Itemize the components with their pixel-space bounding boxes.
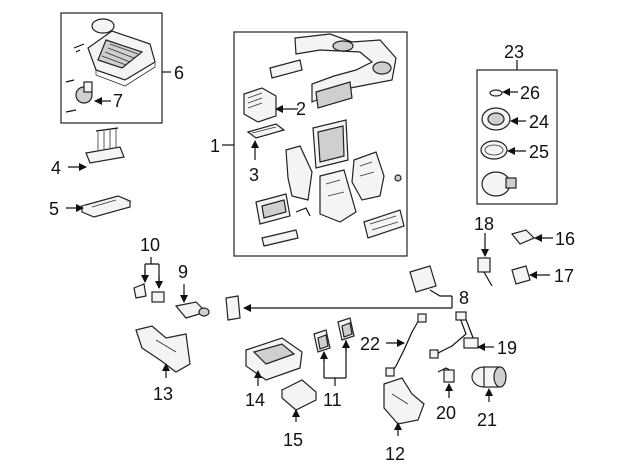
switch-part-17 — [511, 265, 531, 285]
callout-11: 11 — [323, 390, 342, 410]
actuator-motor-part-7 — [75, 81, 93, 104]
callout-16: 16 — [555, 229, 575, 249]
blend-door-part-2 — [243, 87, 277, 123]
clip-part — [394, 174, 402, 182]
callout-10: 10 — [140, 235, 160, 255]
callout-24: 24 — [529, 112, 549, 132]
callout-9: 9 — [178, 262, 188, 282]
callout-18: 18 — [474, 214, 494, 234]
group-box-23 — [476, 60, 558, 205]
motor-part-21 — [471, 366, 507, 388]
seal-ring-part-25 — [480, 140, 508, 160]
callout-17: 17 — [554, 266, 574, 286]
callout-5: 5 — [49, 199, 59, 219]
callout-14: 14 — [245, 390, 265, 410]
callout-1: 1 — [210, 136, 220, 156]
callout-26: 26 — [520, 83, 540, 103]
valve-part-20 — [437, 367, 455, 383]
filter-part-3 — [246, 123, 286, 139]
cable-part-22 — [385, 313, 427, 377]
heater-core-part-4 — [85, 127, 125, 164]
module-part-8 — [409, 265, 437, 293]
callout-13: 13 — [153, 384, 173, 404]
lower-case-part — [319, 169, 357, 223]
filter-cap-part — [91, 18, 115, 34]
bracket-part — [261, 229, 299, 247]
pin-part-10a — [133, 283, 147, 299]
callout-20: 20 — [436, 403, 456, 423]
screw-part-2 — [65, 79, 75, 83]
vent-part-11b — [337, 317, 355, 341]
duct-part-12 — [383, 377, 425, 425]
callout-6: 6 — [174, 63, 184, 83]
callout-25: 25 — [529, 142, 549, 162]
callout-22: 22 — [360, 334, 380, 354]
sensor-part-18 — [477, 257, 493, 287]
callout-8: 8 — [459, 288, 469, 308]
callout-15: 15 — [283, 430, 303, 450]
clip-part-26 — [489, 89, 503, 97]
bracket-part-13 — [135, 325, 191, 373]
callout-4: 4 — [51, 158, 61, 178]
callout-3: 3 — [249, 165, 259, 185]
leader-10 — [144, 257, 160, 288]
leader-11 — [323, 340, 347, 386]
cover-part-15 — [280, 379, 318, 411]
bulb-part-9 — [174, 301, 210, 319]
screw-part — [73, 43, 85, 53]
callout-12: 12 — [385, 444, 405, 464]
case-upper-part — [269, 33, 397, 109]
vent-part-11a — [313, 329, 331, 353]
callout-2: 2 — [296, 99, 306, 119]
mode-door-part — [255, 193, 291, 225]
group-box-6 — [60, 12, 171, 124]
connector-part — [225, 295, 241, 321]
callout-19: 19 — [497, 338, 517, 358]
blower-wheel-part-24 — [481, 107, 511, 131]
leader-8a — [429, 289, 452, 297]
air-filter-housing-part — [87, 30, 156, 87]
evaporator-part-5 — [80, 195, 132, 218]
link-part — [295, 207, 311, 217]
screw-part-3 — [65, 109, 77, 113]
callout-21: 21 — [477, 410, 497, 430]
tray-part-14 — [245, 337, 303, 381]
callout-23: 23 — [504, 42, 524, 62]
group-box-1 — [222, 31, 408, 257]
cap-part-10b — [151, 291, 165, 303]
right-duct-part — [351, 151, 385, 201]
blower-motor-part — [481, 171, 517, 197]
duct-part — [285, 145, 313, 201]
resistor-part-16 — [510, 229, 536, 245]
harness-part-19 — [429, 311, 479, 359]
center-panel-part — [312, 119, 349, 169]
callout-7: 7 — [113, 91, 123, 111]
outlet-grille-part — [363, 209, 405, 239]
